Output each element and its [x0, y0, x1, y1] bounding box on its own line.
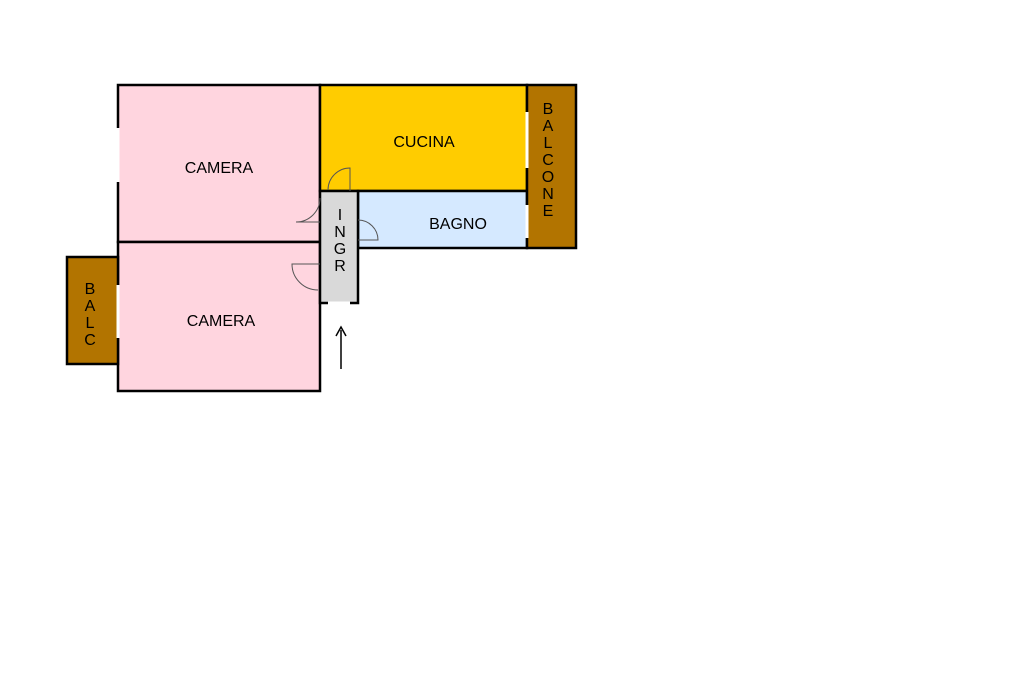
letter-balcone-2: L — [544, 135, 553, 152]
letter-balc-1: A — [85, 298, 96, 315]
label-camera-bottom: CAMERA — [187, 313, 256, 330]
label-cucina: CUCINA — [393, 134, 455, 151]
letter-ingresso-2: G — [334, 241, 346, 258]
room-balc — [65, 255, 120, 366]
letter-balcone-1: A — [543, 118, 554, 135]
door-camera-bottom — [291, 263, 320, 291]
door-cucina — [327, 167, 351, 191]
letter-balcone-6: E — [543, 203, 554, 220]
room-cucina — [318, 83, 529, 193]
room-camera-bottom — [116, 240, 322, 393]
letter-balcone-3: C — [542, 152, 554, 169]
door-camera-top — [295, 197, 321, 223]
arrow-up-icon — [335, 325, 347, 369]
door-bagno — [357, 219, 379, 241]
letter-ingresso-3: R — [334, 258, 346, 275]
label-bagno: BAGNO — [429, 216, 487, 233]
room-camera-top — [116, 83, 322, 244]
letter-balcone-5: N — [542, 186, 554, 203]
letter-balc-0: B — [85, 281, 96, 298]
letter-balc-2: L — [86, 315, 95, 332]
letter-ingresso-0: I — [338, 207, 342, 224]
label-camera-top: CAMERA — [185, 160, 254, 177]
letter-balc-3: C — [84, 332, 96, 349]
letter-ingresso-1: N — [334, 224, 346, 241]
letter-balcone-4: O — [542, 169, 554, 186]
letter-balcone-0: B — [543, 101, 554, 118]
